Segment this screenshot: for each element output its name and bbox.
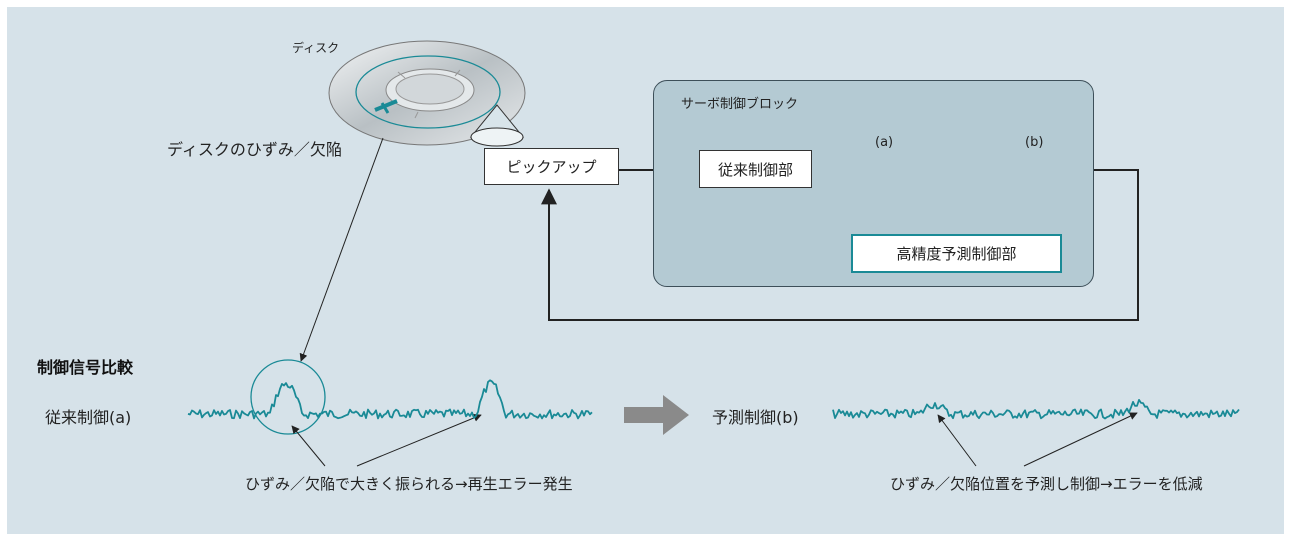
comparison-title: 制御信号比較 <box>37 358 134 377</box>
point-a-label: (a) <box>875 135 894 150</box>
note-arrow-3 <box>937 414 977 467</box>
disk-defect-label: ディスクのひずみ／欠陥 <box>167 140 342 159</box>
note-arrow-2 <box>356 414 482 467</box>
pickup-lens-icon <box>469 104 525 147</box>
note-arrow-4 <box>1023 412 1138 467</box>
defect-highlight-circle <box>250 359 326 435</box>
conventional-signal-label: 従来制御(a) <box>45 408 132 427</box>
point-b-label: (b) <box>1025 135 1044 150</box>
feedback-loop-arrow <box>541 169 1139 321</box>
conventional-control-box: 従来制御部 <box>699 150 812 188</box>
servo-block-title: サーボ制御ブロック <box>681 97 799 112</box>
signal-predictive <box>832 398 1240 420</box>
predictive-note: ひずみ／欠陥位置を予測し制御→エラーを低減 <box>890 475 1203 493</box>
signal-conventional <box>187 379 593 420</box>
disk-label: ディスク <box>292 41 340 55</box>
defect-pointer-arrow <box>299 137 384 362</box>
predictive-control-box: 高精度予測制御部 <box>851 234 1062 273</box>
predictive-signal-label: 予測制御(b) <box>712 408 799 427</box>
disc-illustration <box>328 40 526 146</box>
conventional-note: ひずみ／欠陥で大きく振られる→再生エラー発生 <box>245 475 573 493</box>
pickup-box: ピックアップ <box>484 148 619 185</box>
comparison-arrow <box>624 395 689 435</box>
note-arrow-1 <box>291 425 326 467</box>
